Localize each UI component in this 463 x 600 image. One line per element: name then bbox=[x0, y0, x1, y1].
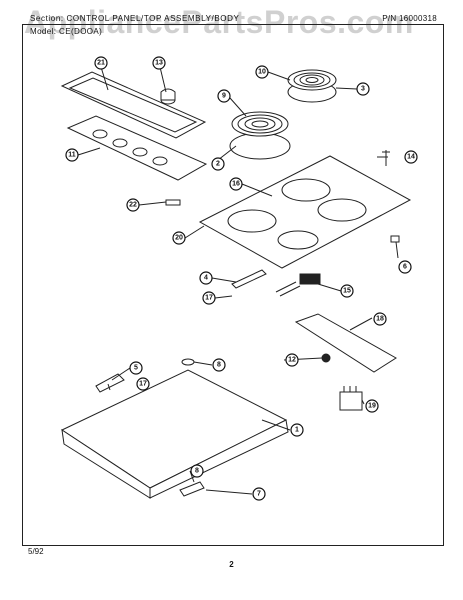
part-4-bracket bbox=[231, 269, 267, 289]
svg-text:3: 3 bbox=[361, 86, 365, 93]
svg-text:6: 6 bbox=[403, 264, 407, 271]
section-title: Section: CONTROL PANEL/TOP ASSEMBLY/BODY bbox=[30, 14, 240, 23]
part-14-screw bbox=[382, 150, 390, 166]
part-22-clip bbox=[165, 199, 181, 206]
svg-text:17: 17 bbox=[139, 381, 147, 388]
callout-10: 10 bbox=[255, 65, 269, 79]
callout-1: 1 bbox=[290, 423, 304, 437]
part-21-trim bbox=[60, 71, 207, 139]
svg-text:13: 13 bbox=[155, 60, 163, 67]
svg-text:14: 14 bbox=[407, 154, 415, 161]
diagram-frame bbox=[22, 24, 444, 546]
revision-date: 5/92 bbox=[28, 547, 44, 556]
part-10-3-small-element bbox=[287, 69, 337, 103]
svg-text:5: 5 bbox=[134, 365, 138, 372]
callout-18: 18 bbox=[373, 312, 387, 326]
svg-text:16: 16 bbox=[232, 181, 240, 188]
callout-6: 6 bbox=[398, 260, 412, 274]
svg-text:12: 12 bbox=[288, 357, 296, 364]
svg-text:21: 21 bbox=[97, 60, 105, 67]
part-9-2-large-element bbox=[229, 111, 291, 160]
svg-text:15: 15 bbox=[343, 288, 351, 295]
callout-16: 16 bbox=[229, 177, 243, 191]
svg-text:20: 20 bbox=[175, 235, 183, 242]
callout-2: 2 bbox=[211, 157, 225, 171]
callout-5: 5 bbox=[129, 361, 143, 375]
svg-text:1: 1 bbox=[295, 427, 299, 434]
callout-3: 3 bbox=[356, 82, 370, 96]
part-number: P/N 16000318 bbox=[382, 14, 437, 23]
callout-19: 19 bbox=[365, 399, 379, 413]
part-13-knob bbox=[160, 88, 176, 105]
svg-text:10: 10 bbox=[258, 69, 266, 76]
callout-22: 22 bbox=[126, 198, 140, 212]
callout-12: 12 bbox=[285, 353, 299, 367]
svg-text:17: 17 bbox=[205, 295, 213, 302]
svg-text:8: 8 bbox=[195, 468, 199, 475]
callout-15: 15 bbox=[340, 284, 354, 298]
leader-lines bbox=[77, 66, 399, 495]
part-20-cooktop bbox=[198, 155, 412, 269]
part-11-control-panel bbox=[66, 115, 208, 181]
part-1-body bbox=[60, 369, 289, 499]
callout-11: 11 bbox=[65, 148, 79, 162]
callout-8-lower: 8 bbox=[190, 464, 204, 478]
svg-text:19: 19 bbox=[368, 403, 376, 410]
svg-text:2: 2 bbox=[216, 161, 220, 168]
part-5-bracket bbox=[95, 373, 125, 393]
callout-17-upper: 17 bbox=[202, 291, 216, 305]
part-15-terminal bbox=[275, 273, 321, 297]
part-8-grommet bbox=[181, 358, 195, 366]
callout-4: 4 bbox=[199, 271, 213, 285]
model-label: Model: CE(DOOA) bbox=[30, 27, 103, 36]
svg-text:18: 18 bbox=[376, 316, 384, 323]
svg-text:7: 7 bbox=[257, 491, 261, 498]
callout-7: 7 bbox=[252, 487, 266, 501]
svg-text:11: 11 bbox=[68, 152, 76, 159]
part-6-clip bbox=[390, 235, 400, 243]
callout-21: 21 bbox=[94, 56, 108, 70]
part-12-grommet bbox=[321, 353, 331, 363]
callout-13: 13 bbox=[152, 56, 166, 70]
part-7-bracket bbox=[179, 481, 205, 497]
svg-text:9: 9 bbox=[222, 93, 226, 100]
part-18-bracket bbox=[294, 313, 397, 373]
part-19-switch bbox=[339, 386, 363, 411]
svg-text:22: 22 bbox=[129, 202, 137, 209]
watermark: AppliancePartsPros.com bbox=[24, 4, 414, 40]
callout-8-upper: 8 bbox=[212, 358, 226, 372]
callout-20: 20 bbox=[172, 231, 186, 245]
svg-text:8: 8 bbox=[217, 362, 221, 369]
callout-14: 14 bbox=[404, 150, 418, 164]
callout-17-lower: 17 bbox=[136, 377, 150, 391]
svg-text:4: 4 bbox=[204, 275, 208, 282]
callout-9: 9 bbox=[217, 89, 231, 103]
page-number: 2 bbox=[229, 560, 234, 569]
